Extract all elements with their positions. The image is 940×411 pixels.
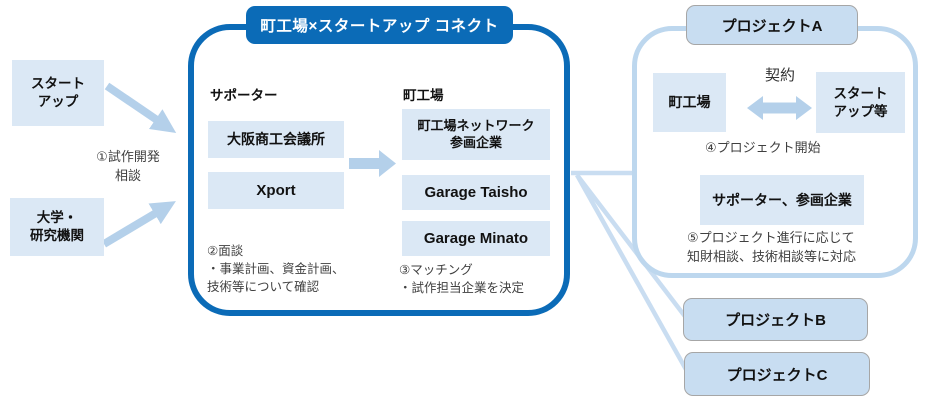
project-supporter-box: サポーター、参画企業 (700, 175, 864, 225)
connect-title: 町工場×スタートアップ コネクト (246, 6, 513, 44)
connect-to-project-c-line (575, 173, 690, 375)
university-to-connect-arrow-icon (101, 201, 176, 248)
garage-minato-box: Garage Minato (402, 221, 550, 256)
university-box: 大学・ 研究機関 (10, 198, 104, 256)
matching-annotation: ③マッチング ・試作担当企業を決定 (399, 263, 525, 296)
project-start-annotation: ④プロジェクト開始 (705, 140, 821, 155)
interview-annotation: ②面談 ・事業計画、資金計画、 技術等について確認 (207, 244, 345, 295)
connect-to-project-b-line (575, 173, 689, 321)
prototype-consult-annotation: ①試作開発 相談 (96, 149, 160, 183)
xport-box: Xport (208, 172, 344, 209)
project-support-annotation: ⑤プロジェクト進行に応じて 知財相談、技術相談等に対応 (687, 230, 857, 264)
startup-box: スタート アップ (12, 60, 104, 126)
contract-label: 契約 (764, 67, 795, 84)
project-startup-box: スタート アップ等 (816, 72, 905, 133)
factory-network-box: 町工場ネットワーク 参画企業 (402, 109, 550, 160)
osaka-cci-box: 大阪商工会議所 (208, 121, 344, 158)
project-machikoba-box: 町工場 (653, 73, 726, 132)
contract-double-arrow-icon (747, 96, 812, 120)
project-b-title-box: プロジェクトB (683, 298, 868, 341)
project-a-title-box: プロジェクトA (686, 5, 858, 45)
supporter-column-label: サポーター (210, 88, 278, 103)
supporter-to-factory-arrow-icon (349, 150, 396, 177)
machikoba-column-label: 町工場 (403, 88, 444, 103)
startup-to-connect-arrow-icon (104, 82, 177, 134)
project-c-title-box: プロジェクトC (684, 352, 870, 396)
garage-taisho-box: Garage Taisho (402, 175, 550, 210)
